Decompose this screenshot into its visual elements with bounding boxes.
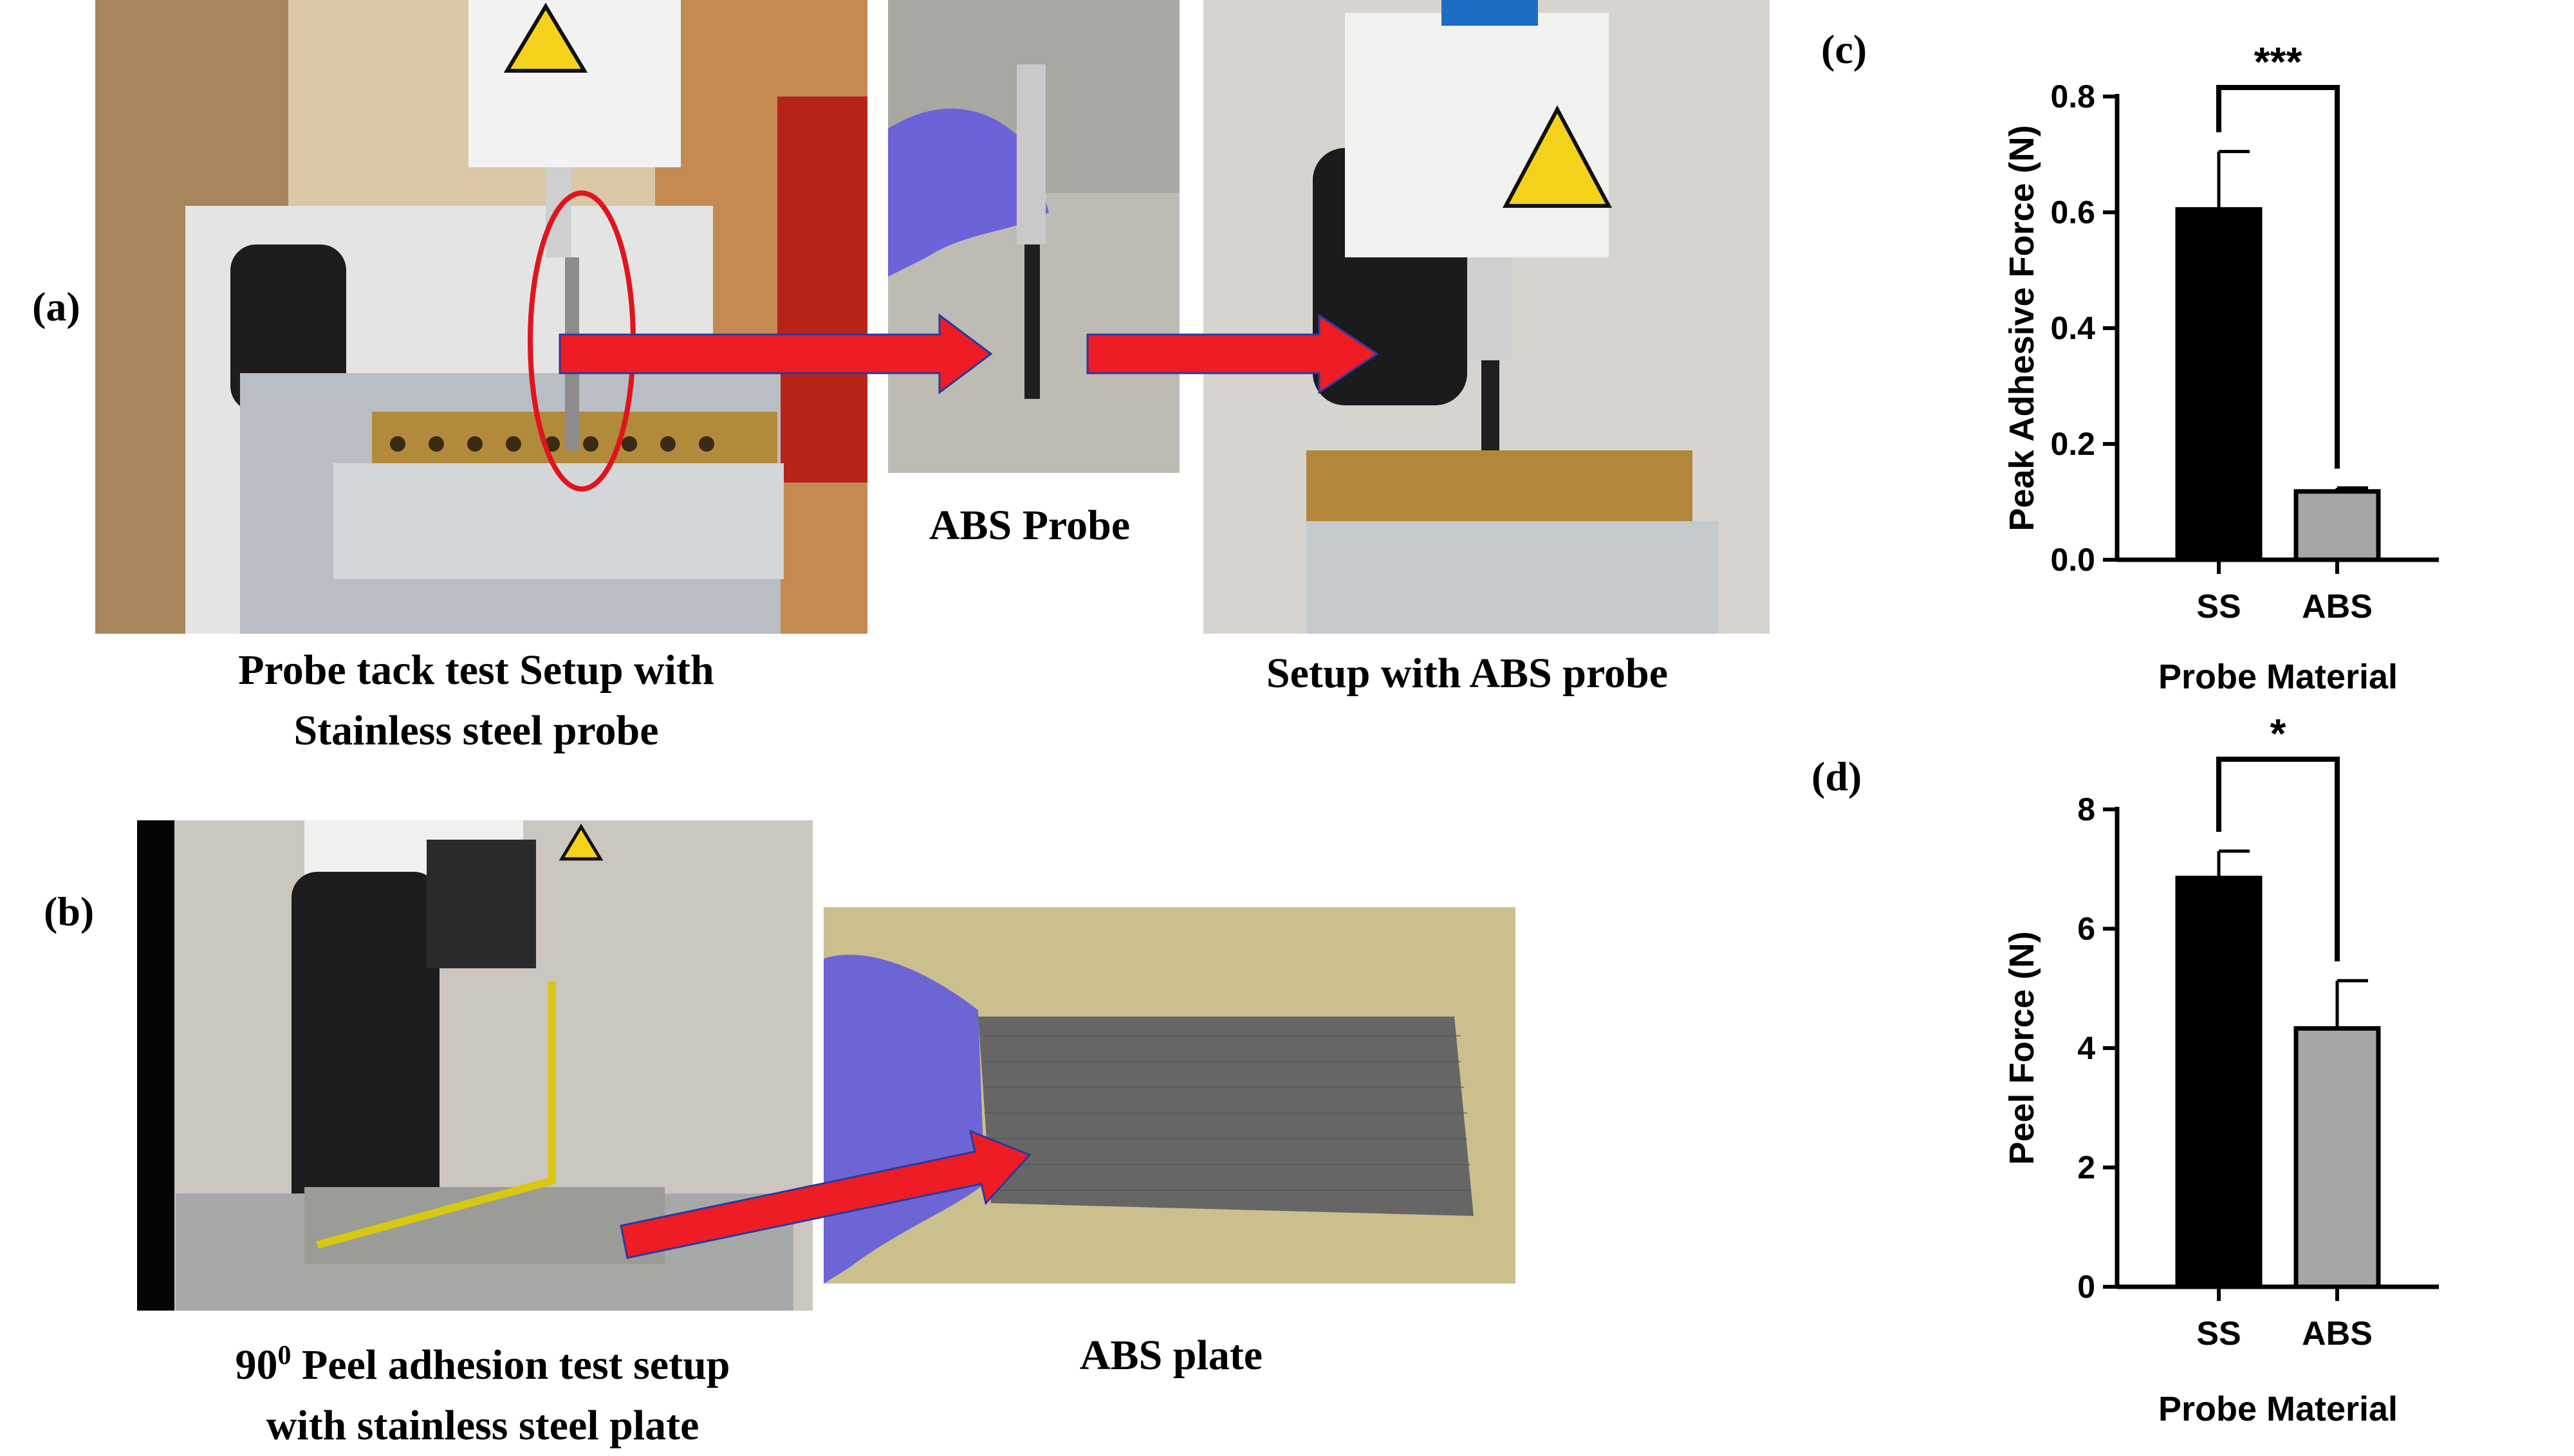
y-tick-label: 0.8 <box>2050 78 2095 115</box>
significance-marker: *** <box>2254 39 2302 85</box>
photo-peel-adhesion-setup <box>137 820 813 1311</box>
degree-superscript: 0 <box>277 1341 292 1370</box>
y-tick-label: 0.2 <box>2050 426 2095 462</box>
caption-peel-line1: 900 Peel adhesion test setup <box>235 1341 730 1388</box>
caption-abs-plate: ABS plate <box>1079 1332 1263 1379</box>
x-tick-label-ss: SS <box>2196 1315 2241 1352</box>
caption-abs-probe: ABS Probe <box>929 502 1131 549</box>
panel-label-d: (d) <box>1811 753 1862 799</box>
panel-label-c: (c) <box>1821 26 1867 72</box>
y-tick-label: 8 <box>2077 791 2095 827</box>
y-tick-label: 0.4 <box>2050 310 2095 346</box>
bar-abs <box>2293 1026 2381 1289</box>
photo-abs-plate <box>824 907 1515 1284</box>
bar-abs <box>2293 489 2381 562</box>
bar-ss <box>2175 876 2263 1289</box>
x-axis-label: Probe Material <box>2158 1390 2398 1428</box>
caption-probe-tack-ss: Probe tack test Setup with Stainless ste… <box>135 640 817 761</box>
x-tick-label-abs: ABS <box>2302 1315 2373 1352</box>
arrow-right-2 <box>1086 313 1379 394</box>
x-tick-label-abs: ABS <box>2302 588 2373 625</box>
y-tick-label: 6 <box>2077 911 2095 947</box>
x-tick-label-ss: SS <box>2196 588 2241 625</box>
y-tick-label: 0 <box>2077 1269 2095 1305</box>
significance-bracket <box>2216 757 2340 962</box>
significance-marker: * <box>2270 710 2286 757</box>
photo-probe-tack-ss-setup <box>95 0 867 634</box>
y-axis-label: Peak Adhesive Force (N) <box>2003 125 2041 531</box>
y-tick-label: 0.0 <box>2050 542 2095 578</box>
caption-peel-line2: with stainless steel plate <box>266 1402 699 1449</box>
arrow-right-3 <box>620 1129 1032 1259</box>
y-tick-label: 4 <box>2077 1030 2095 1066</box>
y-tick-label: 0.6 <box>2050 194 2095 230</box>
caption-abs-setup: Setup with ABS probe <box>1266 650 1669 697</box>
y-tick-label: 2 <box>2077 1150 2095 1186</box>
x-axis-label: Probe Material <box>2158 658 2398 696</box>
panel-label-a: (a) <box>32 284 80 329</box>
photo-abs-probe-setup <box>1203 0 1770 634</box>
photo-abs-probe <box>888 0 1180 473</box>
caption-probe-tack-ss-line1: Probe tack test Setup with <box>238 647 714 694</box>
caption-peel-setup: 900 Peel adhesion test setup with stainl… <box>129 1325 837 1456</box>
caption-probe-tack-ss-line2: Stainless steel probe <box>293 707 659 754</box>
bar-ss <box>2175 207 2263 562</box>
y-axis-label: Peel Force (N) <box>2003 931 2041 1165</box>
arrow-right-1 <box>559 313 993 394</box>
panel-label-b: (b) <box>44 889 95 934</box>
significance-bracket <box>2216 85 2340 469</box>
